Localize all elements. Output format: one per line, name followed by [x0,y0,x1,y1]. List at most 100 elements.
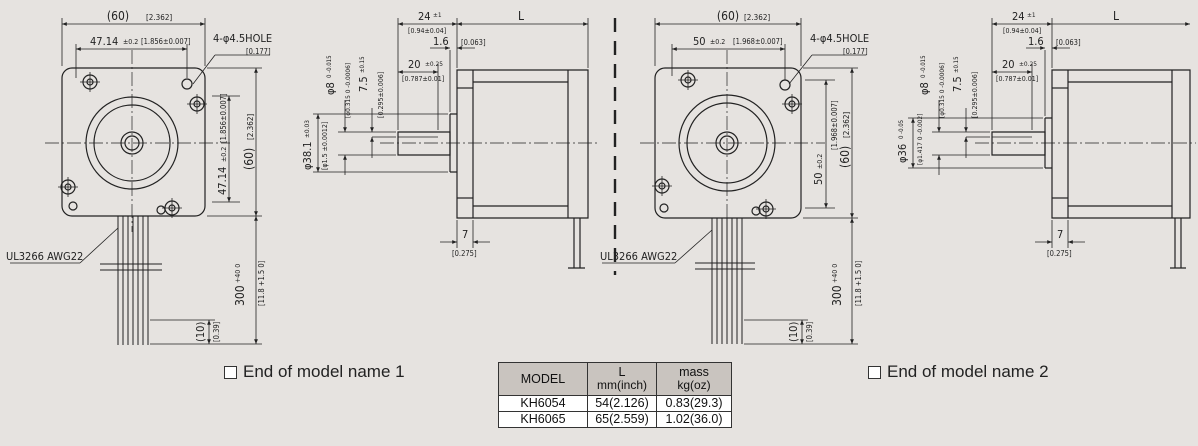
v2-hole-note: 4-φ4.5HOLE [810,32,869,45]
v1-cable-label: UL3266 AWG22 [6,250,83,263]
v2-flat-w: 7.5 [951,76,964,92]
v1-shaft-dia: φ8 [324,82,337,95]
v2-flange-thk-inch: [0.063] [1056,38,1081,47]
front-view-model-2-labels: (60) [2.362] 50 ±0.2 [1.968±0.007] 4-φ4.… [600,9,869,342]
center-lines [640,50,825,232]
v1-right-pitch-tol: ±0.2 [220,147,228,162]
v2-right-dim-inch: [2.362] [842,112,851,138]
v1-flange-tol: ±1 [433,11,442,19]
v1-hole-note-inch: [0.177] [246,47,271,56]
v1-lead-len: 300 [233,285,247,306]
side-view-model-1-labels: 24 ±1 [0.94±0.04] L 1.6 [0.063] 20 ±0.25… [301,9,524,258]
dimension-lines [10,18,270,345]
v1-rear-inch: [0.275] [452,249,477,258]
lead-wires [100,216,162,345]
table-row: KH6065 65(2.559) 1.02(36.0) [498,411,732,428]
table-row: KH6054 54(2.126) 0.83(29.3) [498,395,732,412]
front-view-model-2 [602,18,866,345]
cell-mass: 1.02(36.0) [656,411,732,428]
shaft [991,131,1046,156]
v2-lead-len-inch: [11.8 +1.5 0] [854,260,863,306]
v1-hole-pitch: 47.14 [90,35,118,48]
table-header-row: MODEL L mm(inch) mass kg(oz) [498,362,732,396]
motor-body-outline [456,69,589,219]
hole-crosshairs [58,72,207,218]
v2-flange-tol: ±1 [1027,11,1036,19]
v2-right-pitch: 50 [812,172,825,185]
v1-shaft-flat: 20 [408,58,421,71]
checkbox-icon [868,365,881,379]
v2-rear: 7 [1057,228,1063,241]
mounting-holes [60,74,205,216]
v2-hole-pitch: 50 [693,35,706,48]
v1-shaft-dia-inch: [φ0.315 0 -0.0006] [344,63,352,118]
v2-hole-pitch-inch: [1.968±0.007] [733,37,783,46]
shaft [397,131,451,156]
side-dimension-lines [313,18,589,248]
v2-rear-inch: [0.275] [1047,249,1072,258]
v2-right-dim: (60) [838,146,852,168]
v1-strip-inch: [0.39] [212,321,221,342]
v2-top-dim: (60) [717,9,739,23]
v2-strip: (10) [787,322,800,342]
caption-model-1: End of model name 1 [224,362,405,382]
v1-right-pitch-inch: [1.856±0.007] [219,93,228,143]
caption-model-2-text: End of model name 2 [887,362,1049,381]
v1-flat-w: 7.5 [357,76,370,92]
motor-square-outline [61,67,206,217]
v2-shaft-flat-inch: [0.787±0.01] [996,75,1038,83]
header-length: L mm(inch) [587,362,657,396]
v1-pilot-dia: φ38.1 [301,141,314,170]
front-view-model-1 [10,18,270,345]
v1-flange-inch: [0.94±0.04] [408,27,446,35]
cell-model: KH6065 [498,411,588,428]
cell-model: KH6054 [498,395,588,412]
v1-shaft-flat-inch: [0.787±0.01] [402,75,444,83]
v1-flat-w-inch: [0.295±0.006] [377,72,385,118]
v1-right-dim-inch: [2.362] [246,114,255,140]
v2-flange-len: 24 [1012,10,1025,23]
lead-wires [695,218,755,344]
v2-flat-w-tol: ±0.15 [953,56,960,73]
v1-flange-thk-inch: [0.063] [461,38,486,47]
v1-right-dim: (60) [242,148,256,170]
v2-right-pitch-tol: ±0.2 [816,154,824,169]
v1-top-dim-inch: [2.362] [146,13,172,22]
checkbox-icon [224,365,237,379]
v2-shaft-dia-inch: [φ0.315 0 -0.0006] [938,63,946,118]
v1-rear: 7 [462,228,468,241]
v2-shaft-dia: φ8 [918,82,931,95]
v1-hole-pitch-tol: ±0.2 [123,38,138,46]
center-lines [45,50,230,232]
side-view-model-2 [908,18,1196,269]
model-spec-table: MODEL L mm(inch) mass kg(oz) KH6054 54(2… [498,362,732,428]
v1-flange-len: 24 [418,10,431,23]
v1-lead-len-inch: [11.8 +1.5 0] [257,260,266,306]
v2-lead-len: 300 [830,285,844,306]
v1-hole-pitch-inch: [1.856±0.007] [141,37,191,46]
v1-top-dim: (60) [107,9,129,23]
header-model: MODEL [498,362,588,396]
v1-flange-thk: 1.6 [433,35,449,48]
side-view-model-2-labels: 24 ±1 [0.94±0.04] L 1.6 [0.063] 20 ±0.25… [896,9,1119,258]
v2-pilot-tol: 0 -0.05 [898,120,905,139]
v2-hole-note-inch: [0.177] [843,47,868,56]
v2-top-dim-inch: [2.362] [744,13,770,22]
v2-shaft-flat-tol: ±0.25 [1019,60,1037,68]
v1-right-pitch: 47.14 [216,167,229,195]
v2-pilot-inch: [φ1.417 0 -0.002] [916,114,924,165]
v1-strip: (10) [194,322,207,342]
v2-flat-w-inch: [0.295±0.006] [971,72,979,118]
v2-strip-inch: [0.39] [805,321,814,342]
v1-pilot-tol: ±0.03 [303,120,311,138]
v1-lead-tol: +40 0 [234,264,242,283]
caption-model-2: End of model name 2 [868,362,1049,382]
front-view-model-1-labels: (60) [2.362] 47.14 ±0.2 [1.856±0.007] 4-… [6,9,272,342]
caption-model-1-text: End of model name 1 [243,362,405,381]
rear-shaft [568,218,585,269]
v2-right-pitch-inch: [1.968±0.007] [830,100,839,150]
motor-body-outline [1051,69,1191,219]
v1-hole-note: 4-φ4.5HOLE [213,32,272,45]
cell-length: 54(2.126) [587,395,657,412]
